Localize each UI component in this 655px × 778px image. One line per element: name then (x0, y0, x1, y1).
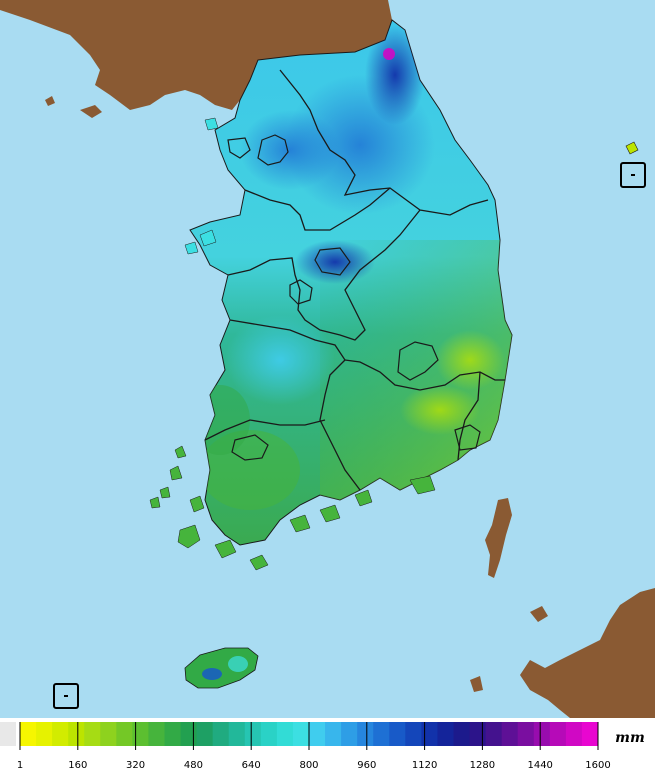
legend-swatch (581, 722, 599, 746)
legend-swatch (84, 722, 101, 746)
legend-tick-label: 1600 (585, 760, 610, 771)
legend-swatch (36, 722, 53, 746)
southwest-islands (149, 117, 436, 571)
ulleungdo-island (625, 141, 639, 155)
legend-zero-swatch (0, 722, 16, 746)
dokdo-locator-box (620, 162, 646, 188)
legend-swatch (212, 722, 230, 746)
legend-swatch (453, 722, 471, 746)
legend-swatch (276, 722, 294, 746)
legend-swatch (357, 722, 374, 746)
legend-tick-label: 320 (126, 760, 145, 771)
legend-swatch (52, 722, 69, 746)
legend-unit: mm (615, 730, 645, 746)
legend-tick-label: 640 (242, 760, 261, 771)
legend-swatch (132, 722, 149, 746)
south-korea-land (189, 19, 513, 546)
legend-swatch (260, 722, 278, 746)
legend-swatch (309, 722, 326, 746)
legend-tick-label: 960 (357, 760, 376, 771)
legend-tick-label: 1440 (527, 760, 552, 771)
legend-swatch (164, 722, 182, 746)
legend-swatch (485, 722, 503, 746)
tsushima-island (485, 498, 512, 578)
legend-tick-label: 1280 (470, 760, 495, 771)
legend-swatch (437, 722, 454, 746)
legend-swatch (20, 722, 37, 746)
islet-west-2 (80, 105, 102, 118)
legend-tick-label: 1120 (412, 760, 437, 771)
ieodo-locator-box (53, 683, 79, 709)
legend-swatch (341, 722, 358, 746)
legend-swatch (389, 722, 406, 746)
legend-tick-label: 800 (299, 760, 318, 771)
legend-swatch (565, 722, 583, 746)
legend-tick-marks (19, 722, 599, 750)
legend-swatch (148, 722, 165, 746)
legend-swatch (116, 722, 133, 746)
iki-island (530, 606, 548, 622)
legend-swatch (325, 722, 342, 746)
legend-swatch (469, 722, 487, 746)
legend-swatch (549, 722, 567, 746)
legend-swatch (373, 722, 390, 746)
islet-se (470, 676, 483, 692)
legend-swatch (533, 722, 551, 746)
legend-swatch (196, 722, 214, 746)
legend-swatch (292, 722, 310, 746)
city-boundaries (227, 134, 481, 461)
legend-swatch (100, 722, 117, 746)
legend-color-scale (20, 722, 599, 746)
islet-west (45, 96, 55, 106)
legend-tick-label: 480 (184, 760, 203, 771)
legend-swatch (517, 722, 535, 746)
legend-tick-labels: 1 160 320 480 640 800 960 1120 1280 1440 1600 (17, 760, 611, 771)
legend-swatch (421, 722, 438, 746)
kyushu-landmass (520, 588, 655, 718)
province-boundaries (204, 69, 505, 491)
legend-tick-label: 1 (17, 760, 23, 771)
legend-swatch (68, 722, 85, 746)
legend-swatch (180, 722, 198, 746)
north-landmass (0, 0, 392, 110)
legend-swatch (244, 722, 262, 746)
legend-swatch (405, 722, 422, 746)
legend-swatch (501, 722, 519, 746)
legend-swatch (228, 722, 246, 746)
legend-tick-label: 160 (68, 760, 87, 771)
